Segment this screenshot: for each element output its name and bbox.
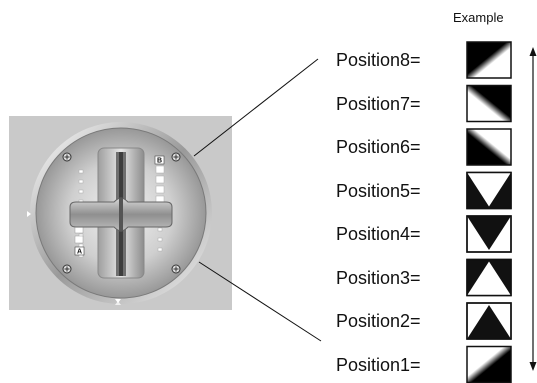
pattern-icon-diag-bl-black xyxy=(466,128,512,166)
position-label: Position4= xyxy=(336,224,421,244)
a-marker-label: A xyxy=(77,249,82,256)
arrow-down-icon xyxy=(529,362,537,371)
screw-icon xyxy=(62,264,72,274)
position-label: Position5= xyxy=(336,180,421,201)
screw-icon xyxy=(171,264,181,274)
callout-line-top xyxy=(193,58,319,157)
example-label: Example xyxy=(453,10,504,25)
pattern-icon-triangle-down-black xyxy=(466,215,512,253)
position-label: Position2= xyxy=(336,311,421,331)
position-label: Position6= xyxy=(336,137,421,157)
position-label: Position7= xyxy=(336,93,421,114)
position-label: Position1= xyxy=(336,354,421,375)
b-marker-label: B xyxy=(157,158,162,165)
b-marker-box xyxy=(154,155,165,165)
position-label: Position8= xyxy=(336,50,421,70)
pattern-icon-triangle-up-white xyxy=(466,258,512,297)
position-label: Position3= xyxy=(336,267,421,288)
pattern-icon-diag-tr-black xyxy=(466,84,512,123)
screw-icon xyxy=(62,152,72,162)
fader-knob[interactable] xyxy=(69,197,173,232)
arrow-up-icon xyxy=(529,47,537,56)
pattern-icon-diag-br-black xyxy=(466,345,512,383)
pattern-icon-triangle-down-white xyxy=(466,171,512,210)
pattern-icon-triangle-up-black xyxy=(466,302,512,340)
a-marker-box xyxy=(74,246,85,256)
pattern-icon-diag-tl-black xyxy=(466,41,512,79)
callout-line-bottom xyxy=(198,261,322,342)
left-arrow-icon xyxy=(27,211,31,217)
screw-icon xyxy=(171,152,181,162)
